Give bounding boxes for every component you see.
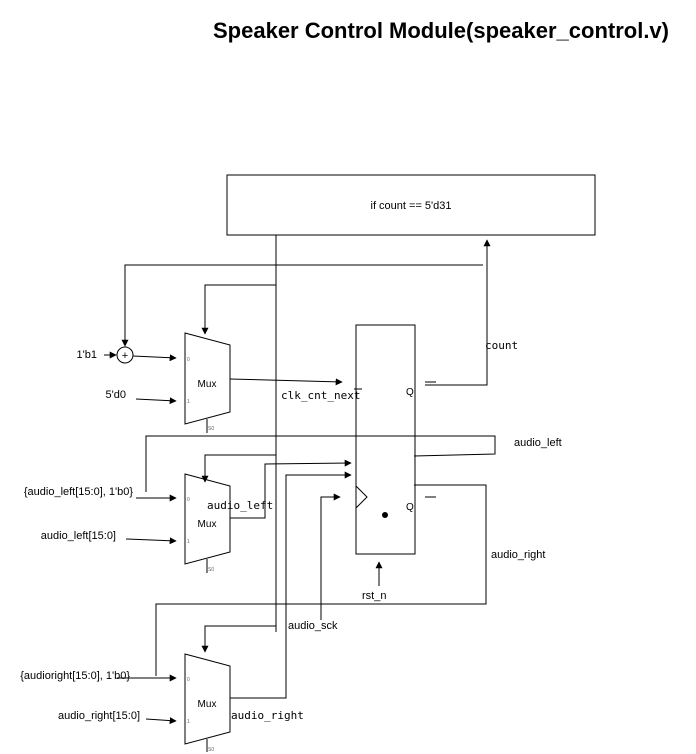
- mux-counter: [184, 332, 231, 425]
- wire-clk-cnt-next: [229, 378, 343, 386]
- signal-audio-left-feedback: audio_left: [514, 437, 562, 449]
- mux-pin1: 1: [187, 539, 190, 545]
- adder-icon: [116, 346, 134, 364]
- mux-pin0: 0: [187, 677, 190, 683]
- wire-audio-sck: [320, 493, 341, 620]
- wire-adder-out: [132, 354, 177, 362]
- mux-pin1: 1: [187, 719, 190, 725]
- input-label-5d0: 5'd0: [106, 389, 126, 401]
- condition-block: [226, 174, 596, 236]
- wire-audio-left-feedback: [145, 435, 496, 492]
- mux-pin0: 0: [187, 497, 190, 503]
- wire-select-mux1: [201, 284, 276, 335]
- signal-count: count: [485, 339, 518, 352]
- mux-label: Mux: [198, 699, 217, 710]
- mux-label: Mux: [198, 519, 217, 530]
- mux-select-label: S0: [208, 426, 214, 432]
- wire-audio-right-feedback: [155, 484, 487, 676]
- register-q-bottom: Q: [406, 502, 414, 513]
- mux-select-label: S0: [208, 567, 214, 573]
- input-label-audioright-shift: {audioright[15:0], 1'b0}: [20, 670, 130, 682]
- register-dot: [382, 512, 388, 518]
- wire-select-mux3: [201, 625, 276, 653]
- signal-clk-cnt-next: clk_cnt_next: [281, 389, 360, 402]
- input-label-1b1: 1'b1: [77, 349, 97, 361]
- clock-triangle-icon: [355, 485, 368, 509]
- wire-5d0: [135, 397, 177, 405]
- mux-label: Mux: [198, 379, 217, 390]
- wire-count: [425, 239, 491, 386]
- input-label-audio-left-shift: {audio_left[15:0], 1'b0}: [24, 486, 133, 498]
- signal-rst-n: rst_n: [362, 590, 386, 602]
- wire-audio-right-in: [145, 717, 177, 725]
- condition-label: if count == 5'd31: [371, 200, 452, 212]
- mux-pin0: 0: [187, 357, 190, 363]
- signal-audio-left-wire: audio_left: [207, 499, 273, 512]
- register-q-top: Q: [406, 387, 414, 398]
- input-label-audio-left: audio_left[15:0]: [41, 530, 116, 542]
- wire-select-mux2: [201, 454, 276, 483]
- mux-audio-right: [184, 653, 231, 745]
- input-label-audio-right: audio_right[15:0]: [58, 710, 140, 722]
- wire-count-to-adder: [121, 264, 483, 347]
- mux-select-label: S0: [208, 747, 214, 753]
- signal-audio-right-feedback: audio_right: [491, 549, 545, 561]
- signal-audio-sck: audio_sck: [288, 620, 338, 632]
- mux-pin1: 1: [187, 399, 190, 405]
- signal-audio-right-wire: audio_right: [231, 709, 304, 722]
- wire-audio-left-out: [230, 459, 352, 519]
- register-block: [355, 324, 416, 555]
- wire-audio-left-in: [125, 537, 177, 545]
- wire-audio-right-out: [230, 471, 352, 699]
- mux-audio-left: [184, 473, 231, 565]
- adder-symbol: +: [122, 350, 128, 362]
- page-title: Speaker Control Module(speaker_control.v…: [213, 18, 669, 43]
